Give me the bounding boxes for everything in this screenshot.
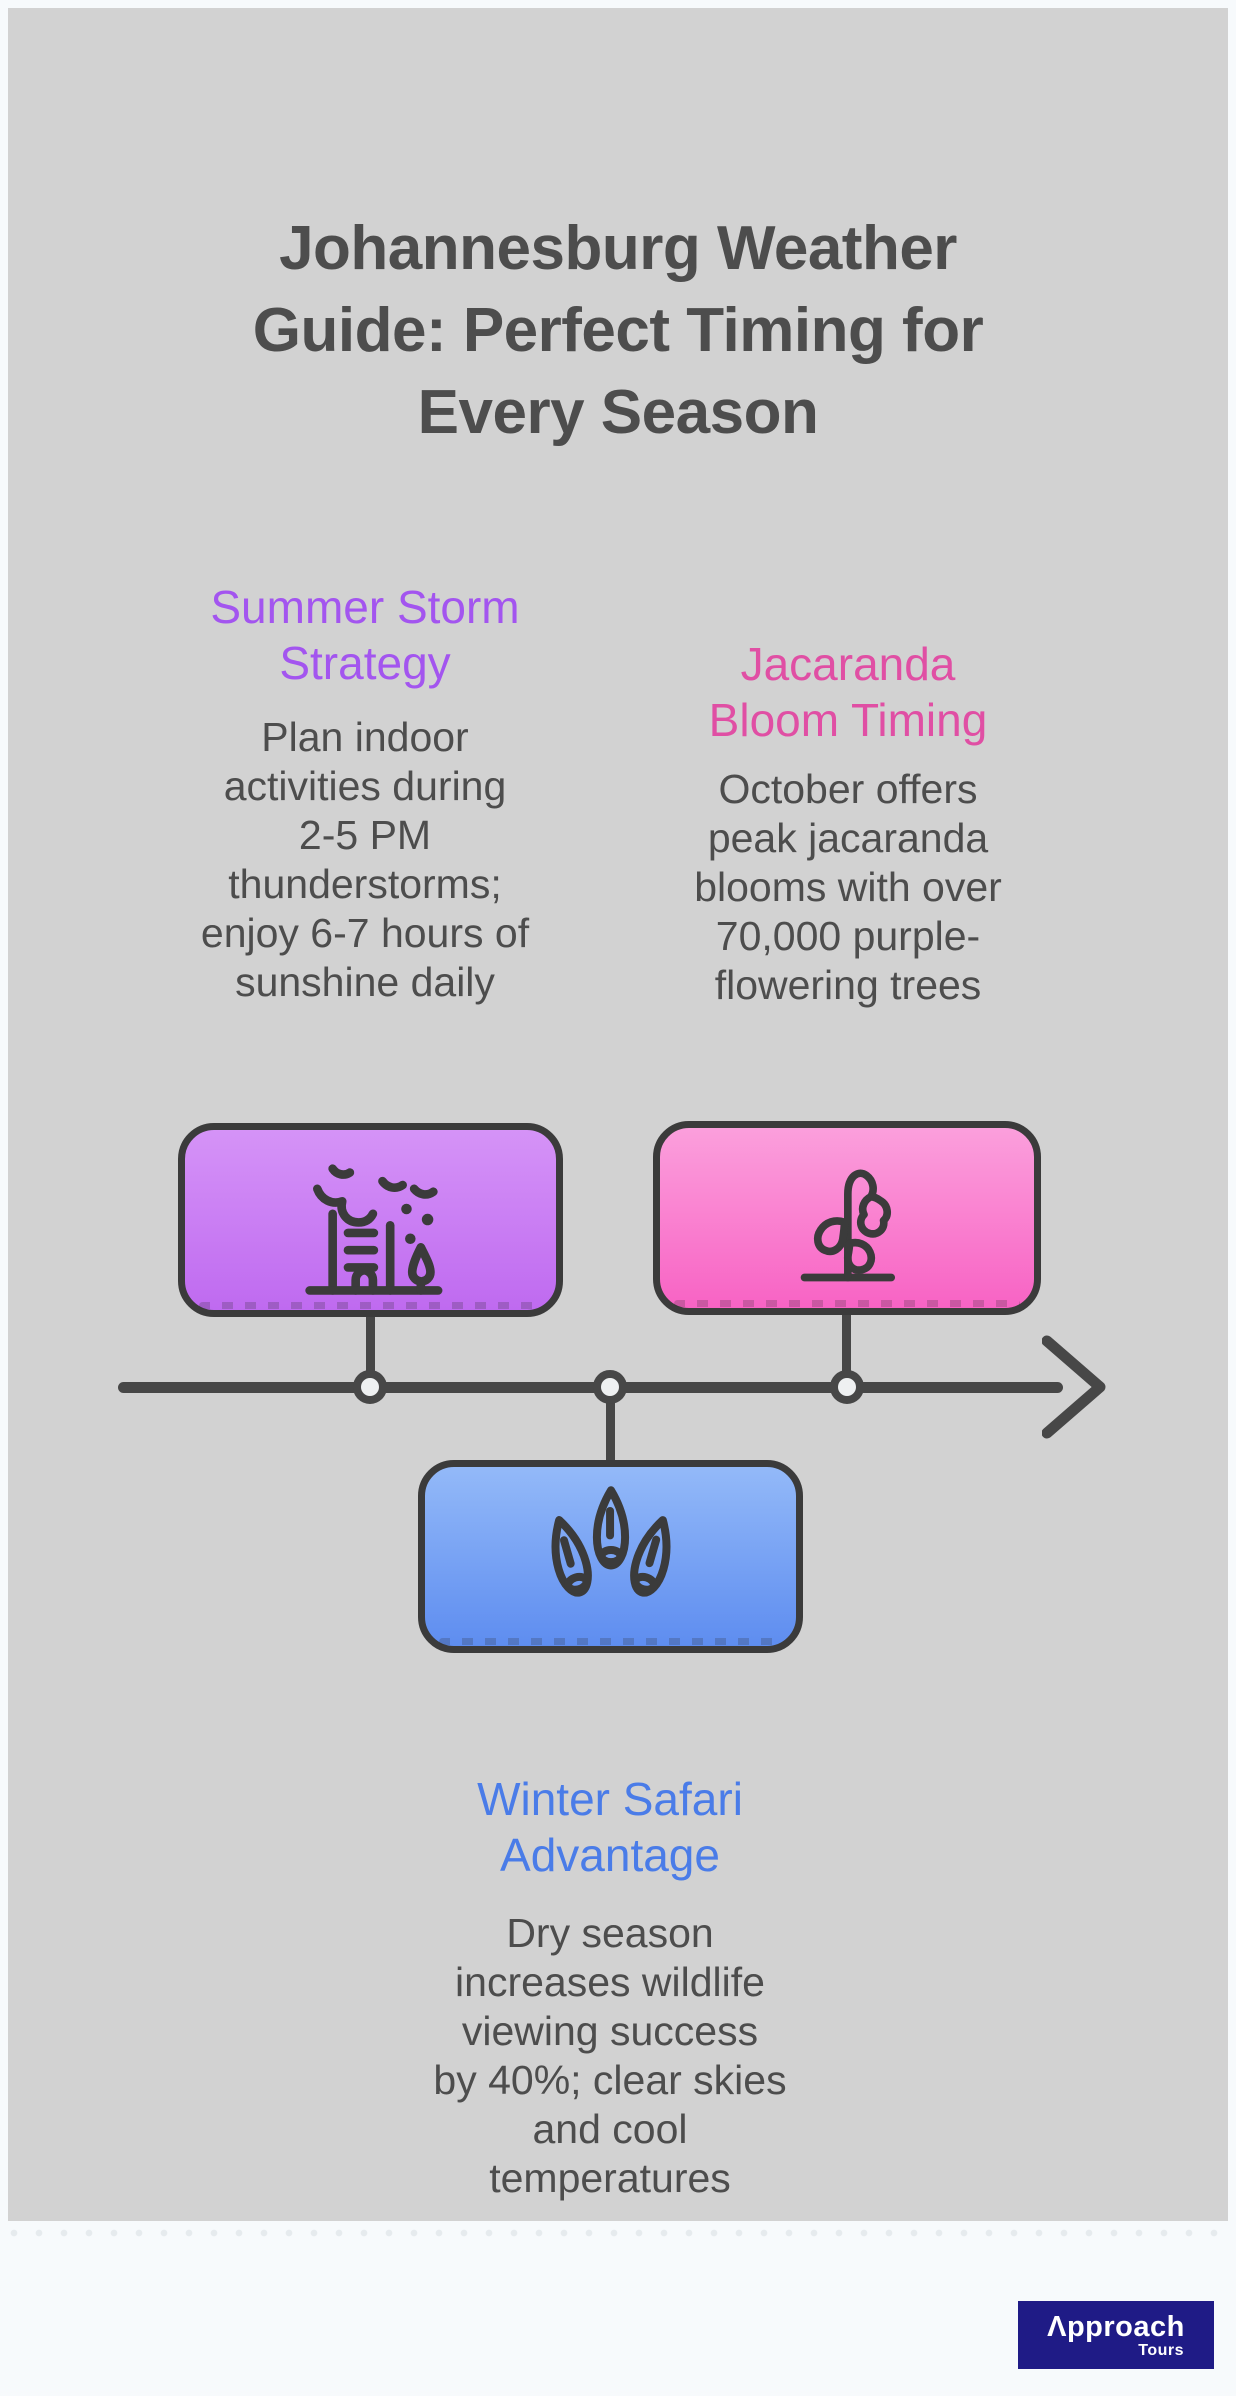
timeline-node <box>353 1370 387 1404</box>
timeline-axis <box>118 1382 1063 1393</box>
timeline-arrowhead-icon <box>1042 1335 1108 1439</box>
torn-edge-decoration <box>8 2228 1228 2240</box>
logo-sub-text: Tours <box>1138 2342 1184 2359</box>
body-line: sunshine daily <box>235 959 495 1005</box>
timeline-connector <box>366 1312 375 1386</box>
body-line: flowering trees <box>714 962 982 1008</box>
page-title: Johannesburg Weather Guide: Perfect Timi… <box>98 208 1138 454</box>
box-edge-texture <box>199 1302 542 1309</box>
body-line: and cool <box>532 2106 688 2152</box>
title-line: Johannesburg Weather <box>279 214 957 283</box>
title-line: Guide: Perfect Timing for <box>252 296 984 365</box>
wilted-flower-icon <box>762 1138 932 1298</box>
animal-paw-print-icon <box>517 1477 705 1637</box>
approach-tours-logo: Λpproach Tours <box>1018 2301 1214 2369</box>
body-line: Plan indoor <box>261 714 469 760</box>
body-line: enjoy 6-7 hours of <box>200 910 530 956</box>
body-line: 2-5 PM <box>298 812 432 858</box>
summer-icon-box <box>178 1123 563 1317</box>
timeline-node <box>830 1370 864 1404</box>
summer-description: Plan indoor activities during 2-5 PM thu… <box>170 713 560 1007</box>
infographic-canvas <box>8 8 1228 2221</box>
winter-description: Dry season increases wildlife viewing su… <box>395 1909 825 2203</box>
body-line: increases wildlife <box>455 1959 765 2005</box>
heading-line: Advantage <box>500 1829 720 1881</box>
storm-over-city-icon <box>275 1139 467 1302</box>
body-line: October offers <box>718 766 978 812</box>
winter-icon-box <box>418 1460 803 1653</box>
summer-heading: Summer Storm Strategy <box>170 579 560 691</box>
section-winter-safari: Winter Safari Advantage Dry season incre… <box>395 1771 825 2203</box>
jacaranda-description: October offers peak jacaranda blooms wit… <box>658 765 1038 1010</box>
body-line: Dry season <box>506 1910 714 1956</box>
body-line: viewing success <box>461 2008 759 2054</box>
heading-line: Summer Storm <box>210 581 520 633</box>
heading-line: Bloom Timing <box>708 694 988 746</box>
body-line: blooms with over <box>694 864 1002 910</box>
body-line: temperatures <box>489 2155 731 2201</box>
heading-line: Jacaranda <box>740 638 956 690</box>
body-line: by 40%; clear skies <box>433 2057 787 2103</box>
heading-line: Strategy <box>279 637 451 689</box>
body-line: thunderstorms; <box>228 861 502 907</box>
timeline-node <box>593 1370 627 1404</box>
jacaranda-icon-box <box>653 1121 1041 1315</box>
winter-heading: Winter Safari Advantage <box>395 1771 825 1883</box>
logo-brand-text: Λpproach <box>1047 2311 1185 2343</box>
heading-line: Winter Safari <box>477 1773 743 1825</box>
body-line: 70,000 purple- <box>715 913 981 959</box>
jacaranda-heading: Jacaranda Bloom Timing <box>658 636 1038 748</box>
section-jacaranda-bloom: Jacaranda Bloom Timing October offers pe… <box>658 636 1038 1010</box>
timeline-connector <box>606 1390 615 1466</box>
body-line: peak jacaranda <box>707 815 989 861</box>
box-edge-texture <box>674 1300 1020 1307</box>
timeline-connector <box>842 1310 851 1386</box>
box-edge-texture <box>439 1638 782 1645</box>
section-summer-storm: Summer Storm Strategy Plan indoor activi… <box>170 579 560 1007</box>
title-line: Every Season <box>417 378 819 447</box>
body-line: activities during <box>223 763 507 809</box>
